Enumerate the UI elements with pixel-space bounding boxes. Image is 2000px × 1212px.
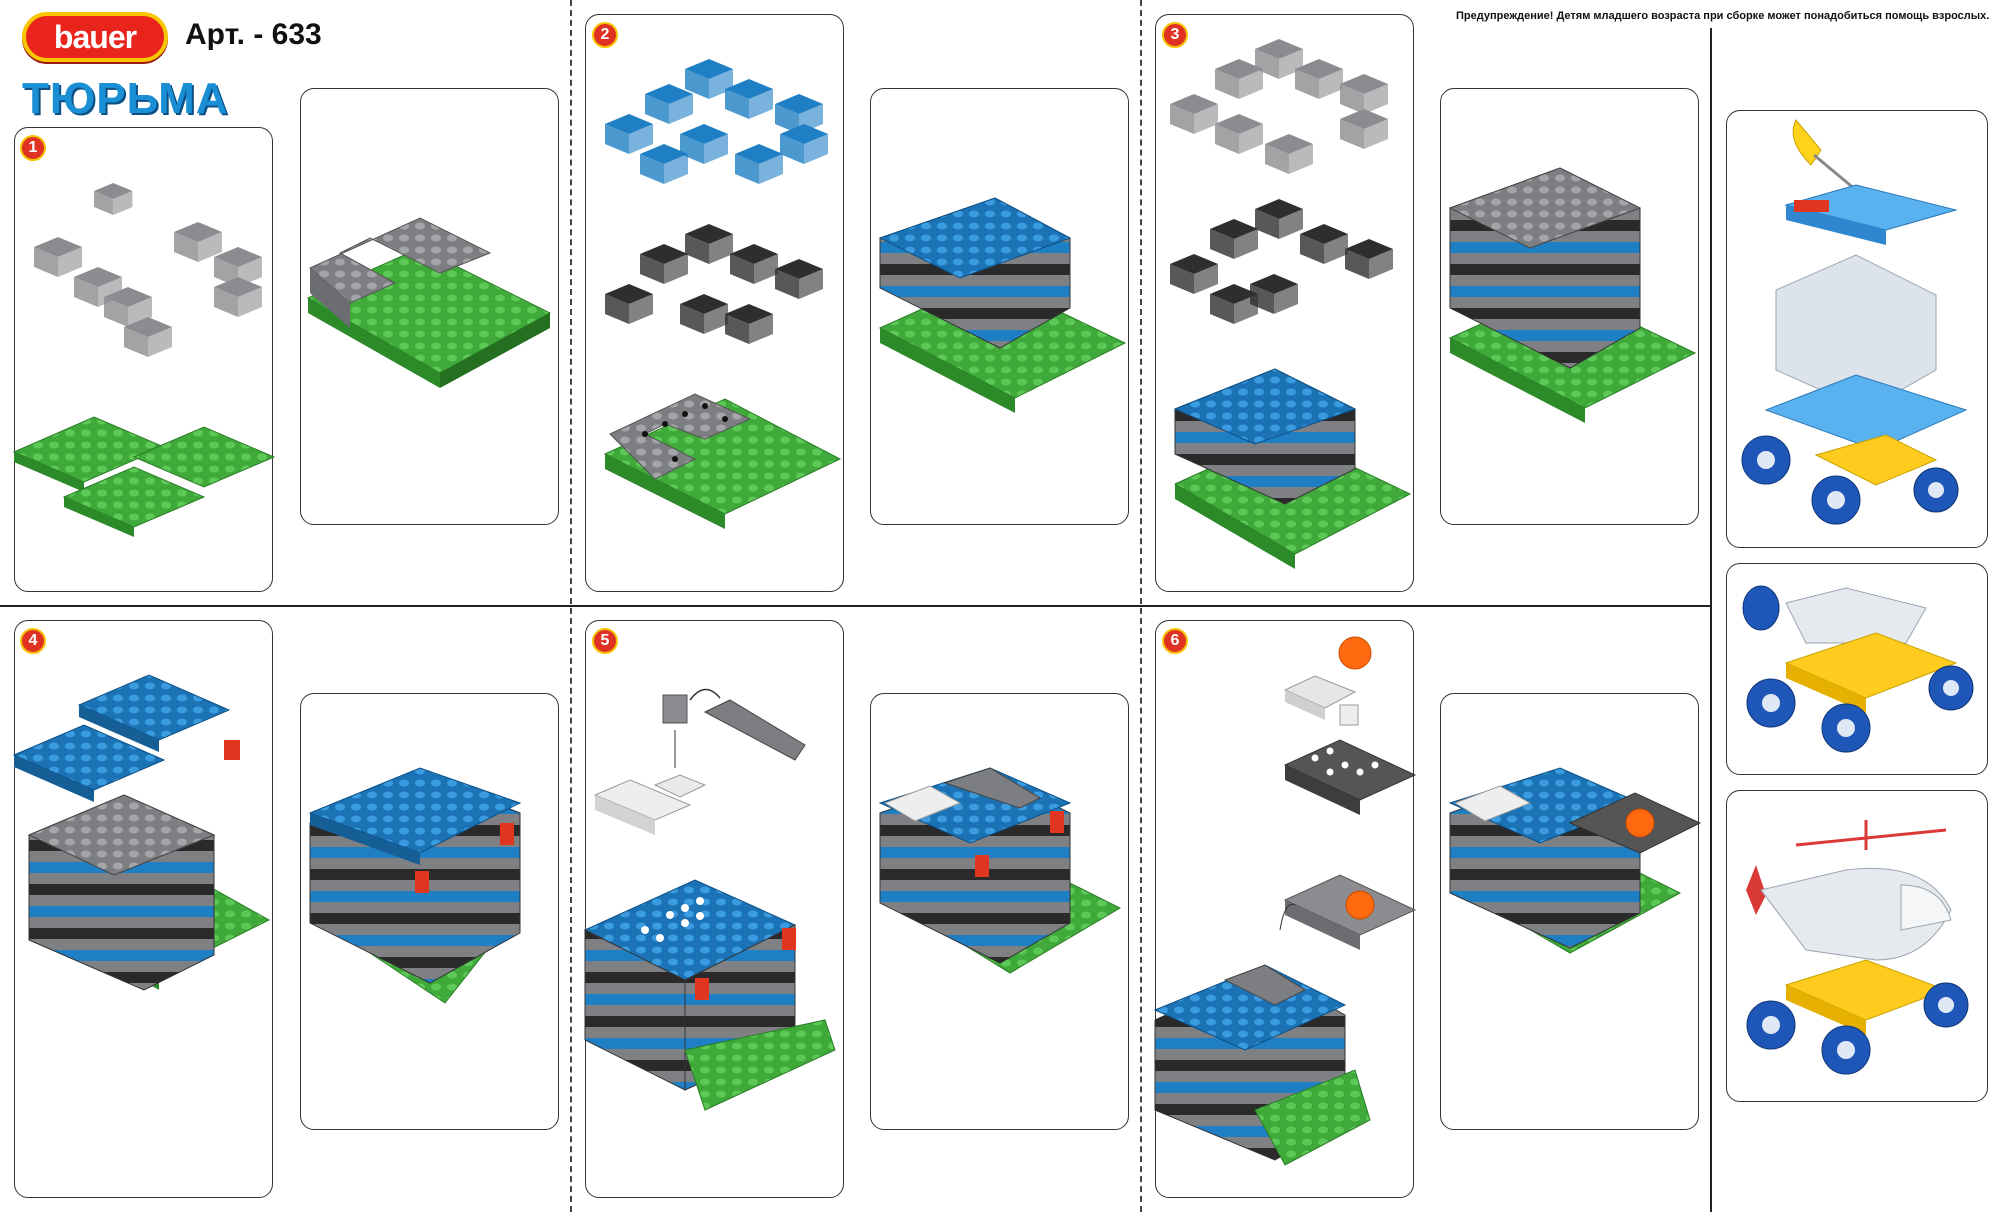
vertical-divider: [1710, 28, 1712, 1212]
step-4-parts-illustration: [12, 674, 271, 991]
step-1-badge: 1: [20, 135, 46, 161]
step-4-result-illustration: [308, 767, 522, 1004]
step-5-badge: 5: [592, 628, 618, 654]
article-number: Арт. - 633: [185, 18, 322, 51]
step-3-parts-illustration: [1170, 39, 1412, 569]
page-title: ТЮРЬМА: [22, 74, 229, 123]
step-5-result-illustration: [878, 767, 1122, 974]
step-4-badge: 4: [20, 628, 46, 654]
step-6-parts-illustration: [1153, 636, 1417, 1166]
horizontal-divider: [0, 605, 1710, 607]
step-1-result-illustration: [306, 217, 552, 388]
spaceship-vehicle-icon: [1741, 119, 1968, 525]
bauer-logo: bauer: [22, 12, 168, 62]
helicopter-vehicle-icon: [1746, 820, 1969, 1075]
brand-label: bauer: [53, 18, 137, 55]
step-3-badge: 3: [1162, 22, 1188, 48]
step-3-result-illustration: [1448, 167, 1697, 423]
step-1-parts-illustration: [12, 183, 276, 537]
fold-line-2: [1140, 0, 1142, 1212]
step-2-result-illustration: [878, 197, 1127, 413]
warning-text: Предупреждение! Детям младшего возраста …: [1456, 10, 1990, 22]
step-6-badge: 6: [1162, 628, 1188, 654]
car-vehicle-icon: [1742, 585, 1974, 753]
fold-line-1: [570, 0, 572, 1212]
step-5-parts-illustration: [583, 688, 836, 1111]
step-2-badge: 2: [592, 22, 618, 48]
step-6-result-illustration: [1448, 767, 1702, 954]
step-2-parts-illustration: [603, 59, 842, 529]
